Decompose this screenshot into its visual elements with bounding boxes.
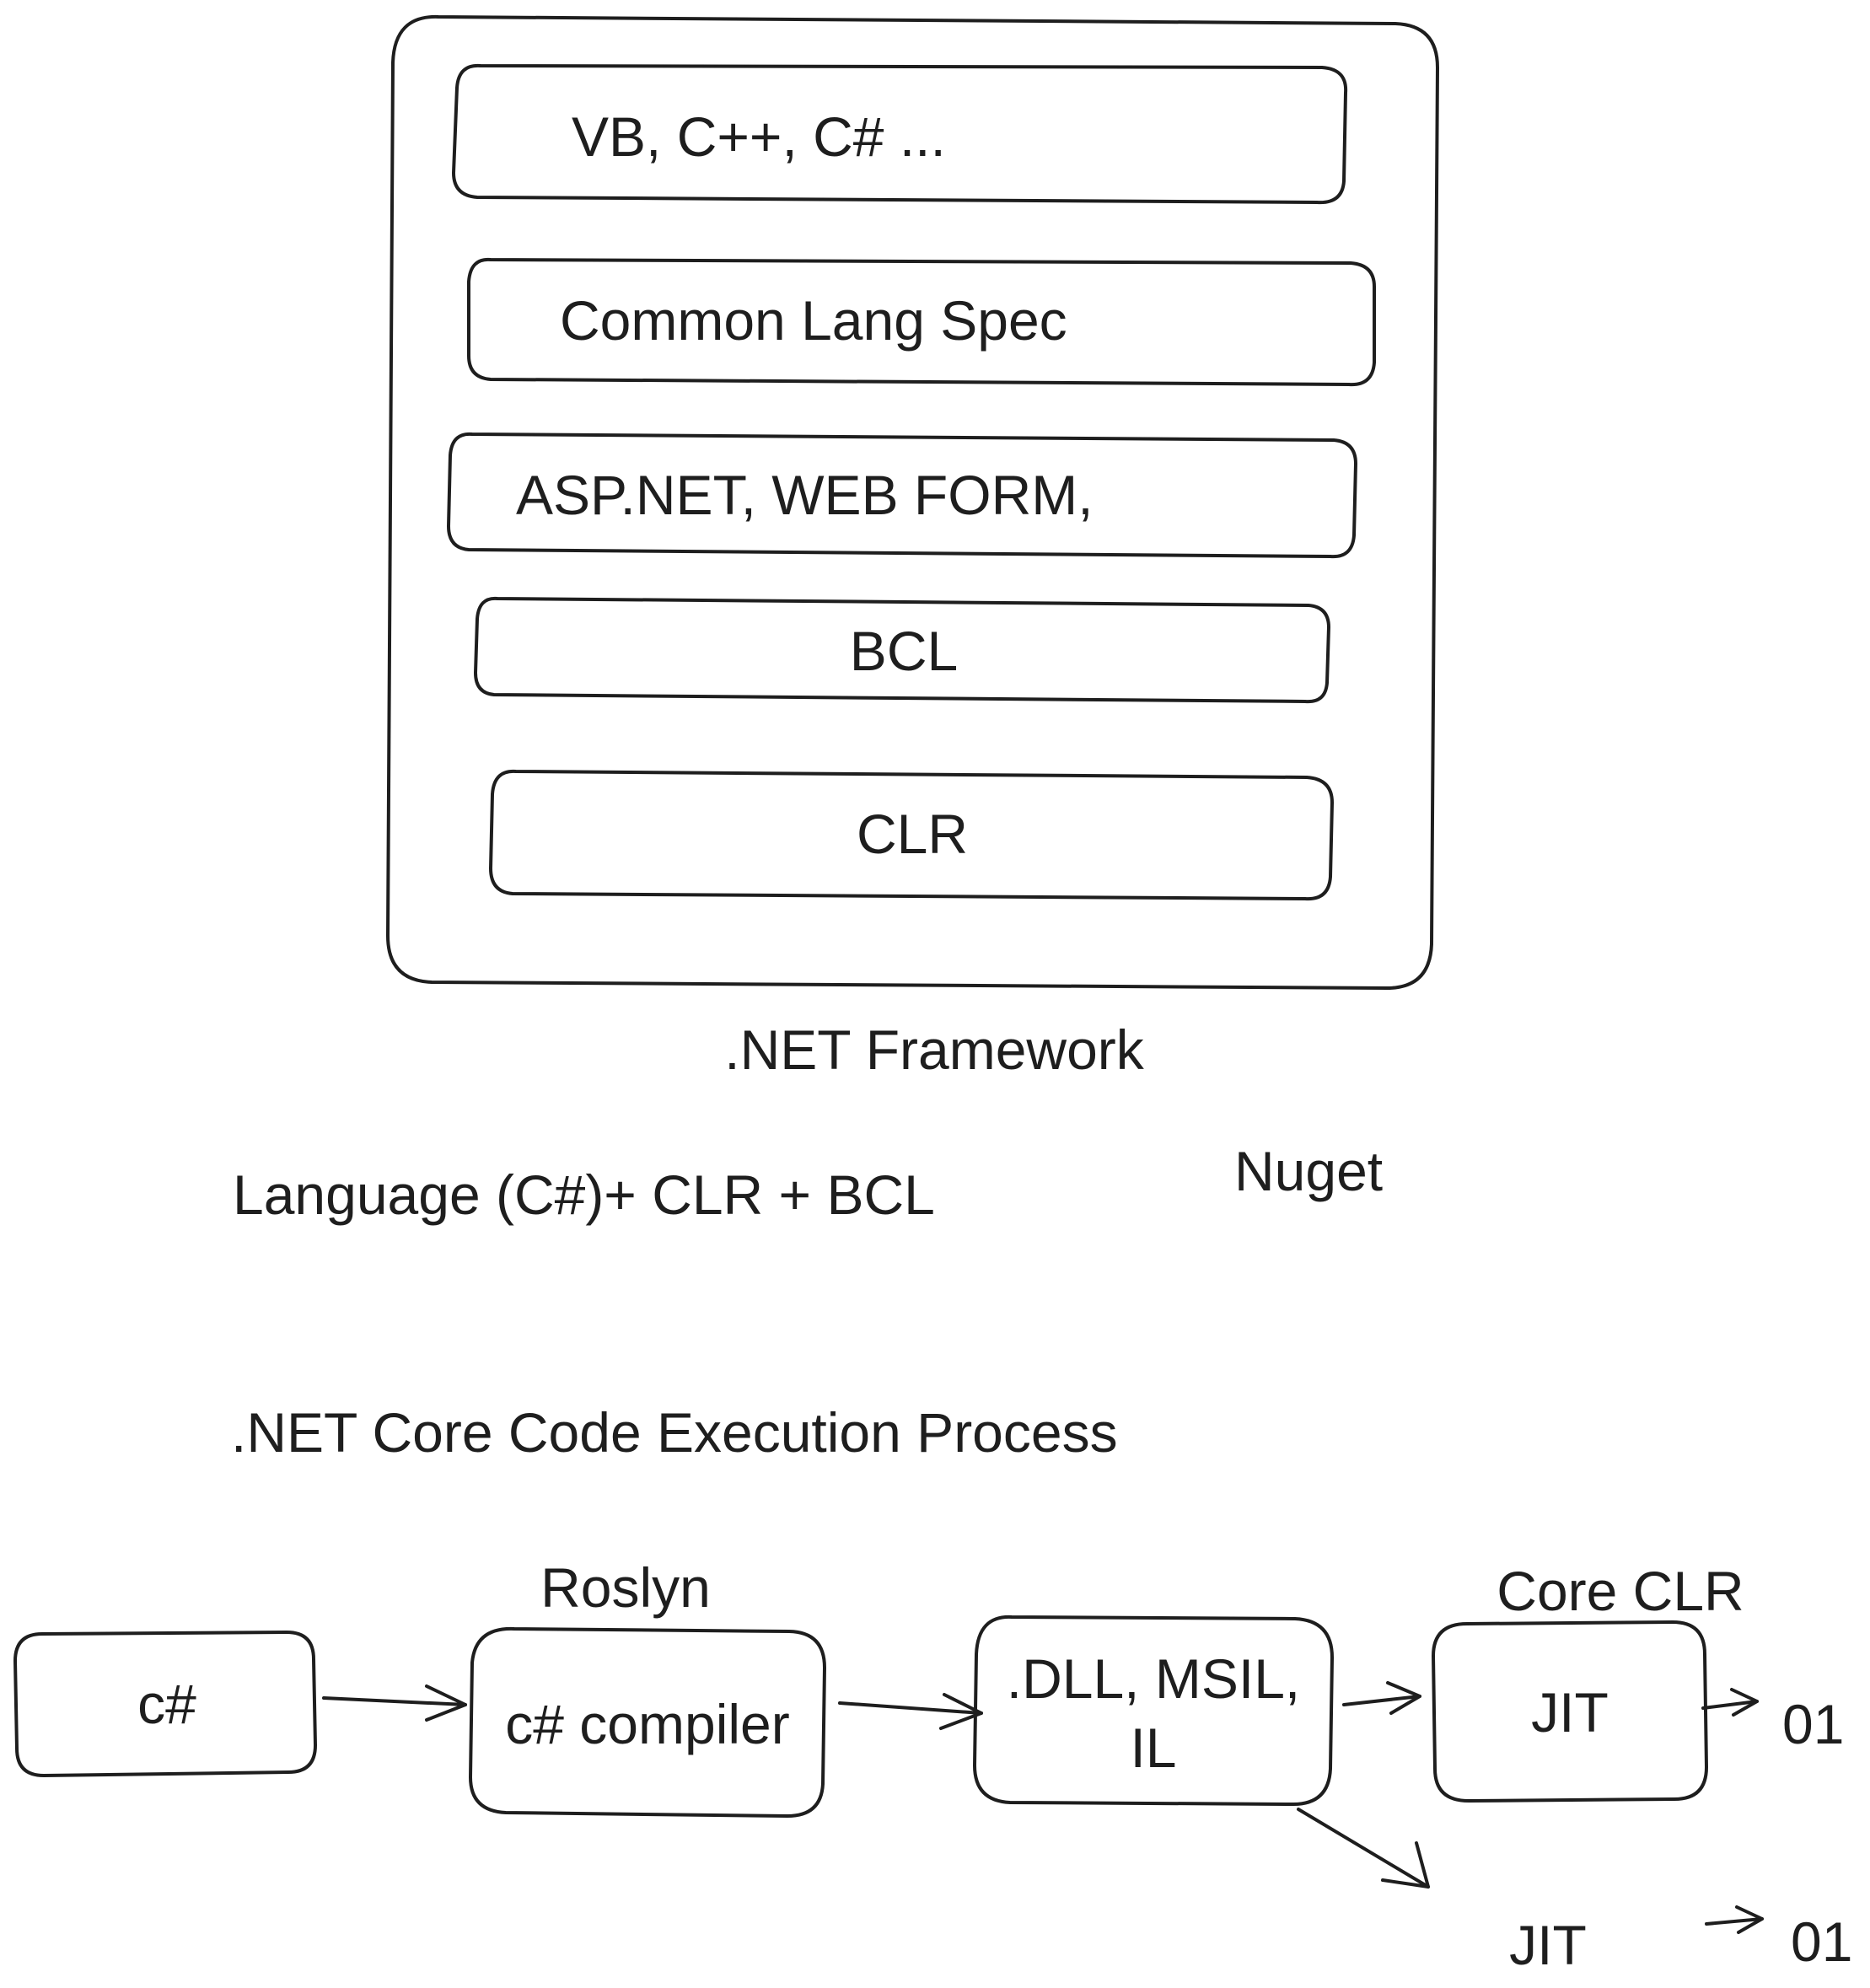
arrow-source-to-compiler [322,1684,467,1722]
node-compiler-label: c# compiler [505,1693,789,1755]
node-jit: JIT [1432,1620,1708,1803]
node-il: .DLL, MSIL, IL [973,1615,1334,1806]
layer-clr: CLR [489,769,1334,901]
framework-caption: .NET Framework [724,1018,1145,1081]
node-source: c# [13,1631,317,1777]
output-1: 01 [1782,1693,1844,1755]
layer-common-lang-spec-label: Common Lang Spec [560,289,1067,352]
layer-languages-label: VB, C++, C# ... [572,105,946,168]
framework-container [386,14,1439,990]
node-il-label-line1: .DLL, MSIL, [1007,1647,1300,1710]
core-clr-label: Core CLR [1497,1560,1744,1622]
formula-text: Language (C#)+ CLR + BCL [233,1163,935,1226]
nuget-text: Nuget [1234,1140,1383,1202]
arrow-compiler-to-il [838,1693,983,1730]
layer-bcl-label: BCL [850,620,958,682]
process-title: .NET Core Code Execution Process [231,1401,1118,1464]
node-jit-label: JIT [1531,1681,1609,1744]
layer-common-lang-spec: Common Lang Spec [467,257,1376,387]
jit-alt-label: JIT [1509,1914,1587,1976]
layer-languages: VB, C++, C# ... [452,63,1348,205]
layer-asp-net: ASP.NET, WEB FORM, [447,432,1357,559]
node-il-label-line2: IL [1130,1717,1176,1779]
arrow-jit-alt-to-output [1705,1905,1764,1934]
layer-bcl: BCL [474,596,1330,704]
roslyn-label: Roslyn [540,1556,711,1619]
layer-asp-net-label: ASP.NET, WEB FORM, [516,464,1094,526]
layer-clr-label: CLR [857,803,968,865]
arrow-il-to-jit [1342,1681,1421,1715]
arrow-il-to-jit-alt [1297,1808,1430,1889]
node-compiler: c# compiler [469,1626,826,1818]
output-2: 01 [1791,1910,1852,1973]
node-source-label: c# [137,1673,196,1735]
arrow-jit-to-output [1701,1688,1759,1717]
